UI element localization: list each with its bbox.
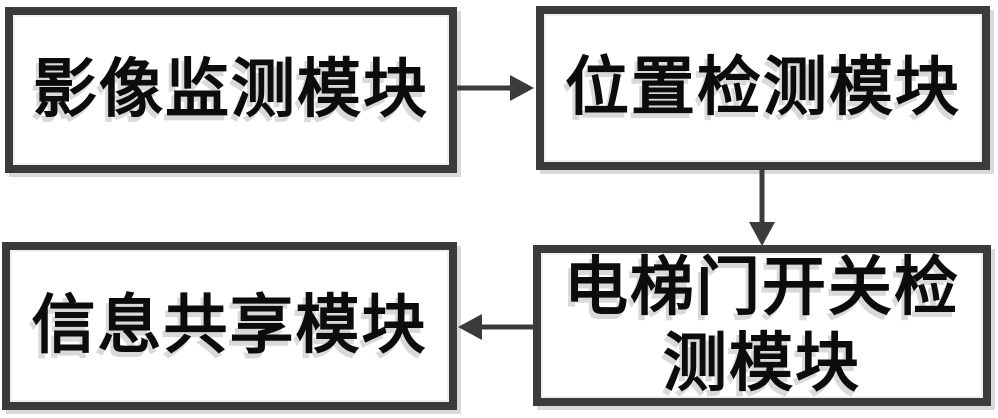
node-label: 信息共享模块 (31, 290, 428, 361)
node-label: 影像监测模块 (33, 54, 429, 125)
arrow-right-icon (457, 75, 534, 101)
node-elevator-door-switch-detection-module: 电梯门开关检测模块 (533, 245, 991, 406)
arrow-left-icon (458, 314, 535, 340)
node-information-sharing-module: 信息共享模块 (2, 242, 457, 410)
node-position-detection-module: 位置检测模块 (536, 6, 990, 170)
node-label: 电梯门开关检测模块 (564, 251, 960, 399)
node-label: 位置检测模块 (565, 52, 961, 123)
node-image-monitoring-module: 影像监测模块 (5, 7, 457, 173)
arrow-down-icon (749, 170, 775, 246)
